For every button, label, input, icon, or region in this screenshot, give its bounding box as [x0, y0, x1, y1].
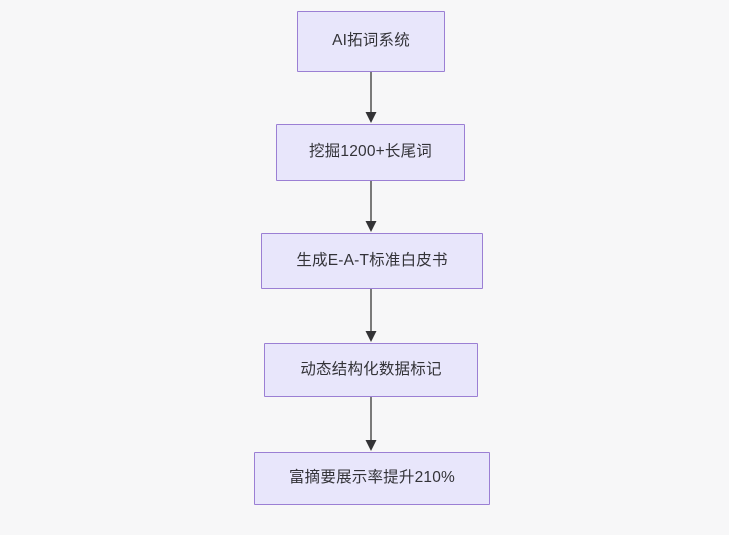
arrowhead-icon: [365, 331, 377, 342]
flowchart-node-mine-longtail-keywords[interactable]: 挖掘1200+长尾词: [276, 124, 465, 181]
edge-node-3-to-node-4: [365, 289, 377, 342]
flowchart-node-label: 生成E-A-T标准白皮书: [296, 251, 448, 269]
edge-node-4-to-node-5: [365, 397, 377, 451]
arrowhead-icon: [365, 221, 377, 232]
flowchart-node-ai-keyword-system[interactable]: AI拓词系统: [297, 11, 445, 72]
flowchart-node-dynamic-structured-data-markup[interactable]: 动态结构化数据标记: [264, 343, 478, 397]
edge-node-2-to-node-3: [365, 181, 377, 232]
arrowhead-icon: [365, 112, 377, 123]
flowchart-node-generate-eat-whitepaper[interactable]: 生成E-A-T标准白皮书: [261, 233, 483, 289]
flowchart-node-label: 动态结构化数据标记: [300, 360, 442, 378]
edge-node-1-to-node-2: [365, 72, 377, 123]
flowchart-node-label: 富摘要展示率提升210%: [288, 469, 456, 487]
flowchart-node-rich-snippet-impression-lift[interactable]: 富摘要展示率提升210%: [254, 452, 490, 505]
arrowhead-icon: [365, 440, 377, 451]
flowchart-node-label: AI拓词系统: [332, 32, 410, 50]
flowchart-node-label: 挖掘1200+长尾词: [308, 143, 433, 161]
